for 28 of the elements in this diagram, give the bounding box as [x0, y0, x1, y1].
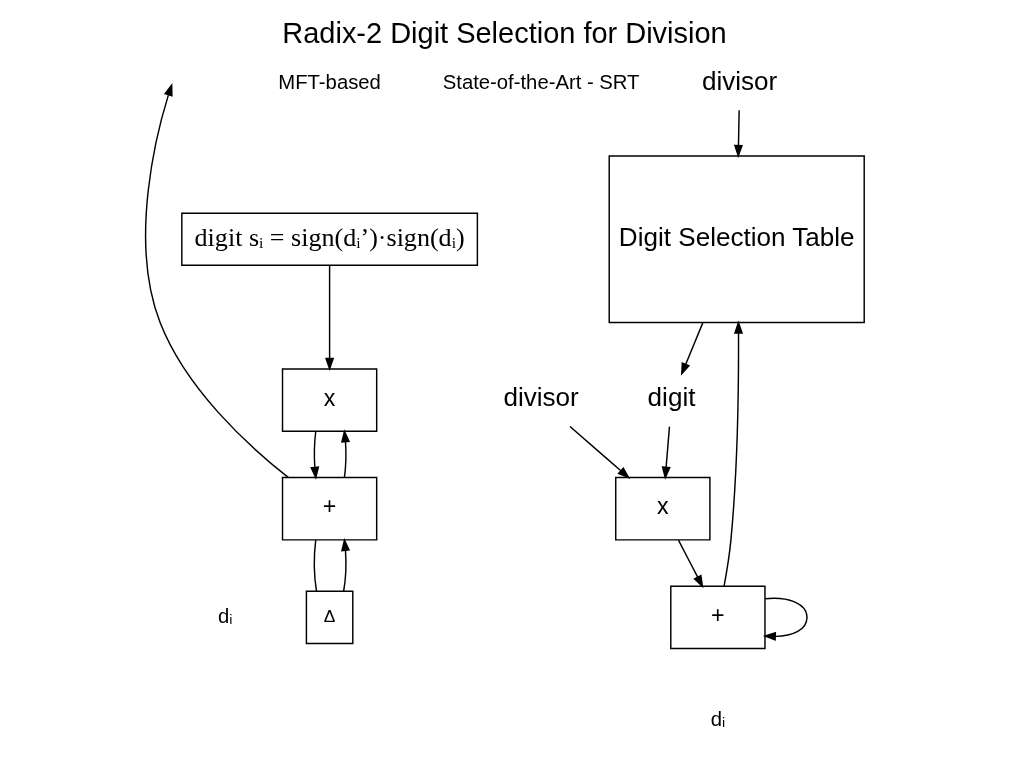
arrow — [341, 538, 351, 592]
arrow — [325, 264, 335, 371]
node-box: x — [281, 368, 378, 432]
node-text: divisor — [503, 382, 579, 413]
diagram-title: Radix-2 Digit Selection for Division — [282, 16, 727, 49]
label: State-of-the-Art - SRT — [442, 70, 640, 93]
arrow — [677, 539, 704, 589]
label: MFT-based — [278, 70, 381, 93]
label: dᵢ — [218, 604, 233, 627]
arrow — [661, 425, 671, 480]
connector — [313, 539, 318, 592]
arrow — [733, 109, 744, 158]
node-box: Digit Selection Table — [608, 155, 865, 324]
node-text: digit — [647, 382, 696, 413]
node-box: + — [670, 585, 766, 650]
arrow — [680, 322, 704, 376]
arrow — [341, 429, 351, 479]
node-text: divisor — [701, 65, 778, 96]
arrow — [569, 425, 631, 479]
node-box: digit sᵢ = sign(dᵢ’)·sign(dᵢ) — [181, 212, 479, 267]
node-box: Δ — [305, 590, 354, 645]
arrow — [762, 597, 808, 641]
arrow — [310, 430, 320, 480]
label: dᵢ — [710, 708, 726, 731]
node-box: x — [615, 476, 711, 541]
arrow — [144, 82, 289, 479]
arrow — [723, 320, 744, 587]
node-box: + — [281, 476, 378, 541]
